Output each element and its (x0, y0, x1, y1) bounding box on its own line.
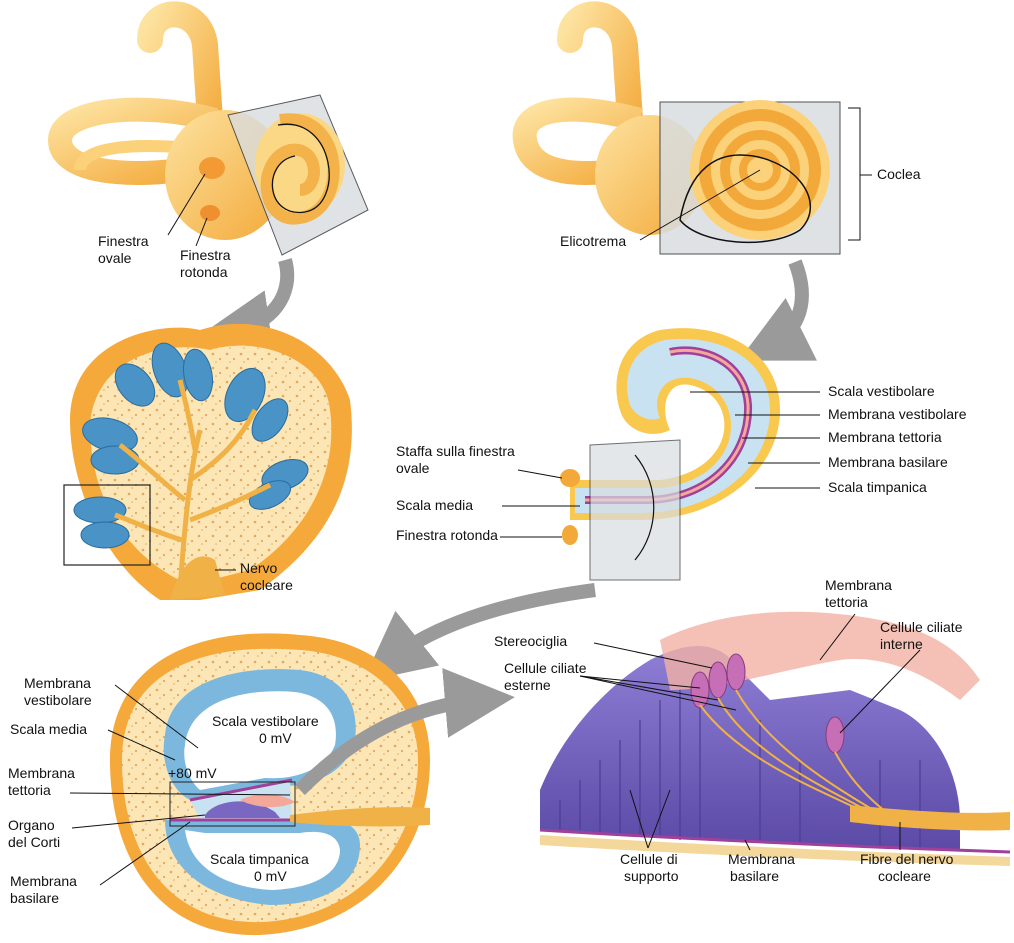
inner-ear-left (60, 14, 368, 255)
inner-ear-right (525, 14, 840, 254)
arrow-left-1 (235, 260, 287, 330)
svg-text:Scala timpanica: Scala timpanica (828, 479, 927, 495)
svg-text:+80 mV: +80 mV (168, 765, 217, 781)
svg-text:Membrana tettoria: Membrana tettoria (828, 429, 942, 445)
svg-text:Scala media: Scala media (10, 721, 87, 737)
arrow-mid-to-bottom (390, 590, 595, 660)
scala-cross-section (110, 633, 430, 935)
organ-of-corti-detail (540, 612, 1010, 866)
svg-text:Membrana basilare: Membrana basilare (828, 454, 948, 470)
coclea-bracket: Coclea (848, 108, 921, 240)
svg-text:Coclea: Coclea (877, 166, 921, 182)
svg-text:Scala vestibolare: Scala vestibolare (828, 383, 935, 399)
arrow-right-1 (770, 262, 802, 345)
svg-text:Elicotrema: Elicotrema (560, 233, 626, 249)
cochlea-cross-section (64, 324, 352, 600)
svg-text:Scala media: Scala media (396, 497, 473, 513)
svg-text:Stereociglia: Stereociglia (494, 633, 567, 649)
svg-text:Membrana vestibolare: Membrana vestibolare (828, 406, 967, 422)
svg-text:Finestra rotonda: Finestra rotonda (396, 527, 498, 543)
uncoiled-cochlea (560, 328, 780, 580)
